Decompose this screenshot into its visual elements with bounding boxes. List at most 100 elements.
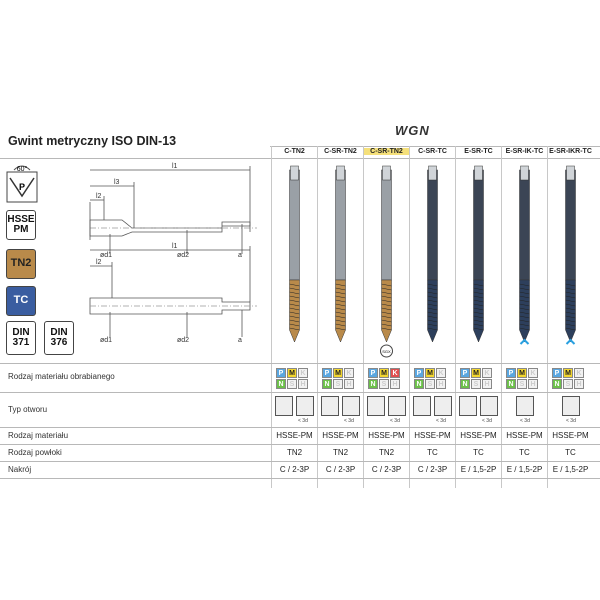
page-title: Gwint metryczny ISO DIN-13 — [8, 134, 177, 148]
tap-square — [382, 165, 391, 181]
tap-thread-line — [335, 315, 346, 319]
tap-thread-line — [335, 299, 346, 303]
hole-type-icon — [562, 396, 580, 416]
tap-square — [520, 165, 529, 181]
hole-depth-label: < 3d — [482, 418, 492, 424]
material-p-icon: P — [368, 368, 378, 378]
material-s-icon: S — [333, 379, 343, 389]
cut-cell: C / 2-3P — [417, 465, 448, 474]
tap-thread-line — [565, 315, 576, 319]
tap-thread-line — [335, 311, 346, 315]
tap-thread-line — [427, 291, 438, 295]
tool-material-cell: HSSE-PM — [552, 431, 589, 440]
tap-thread-line — [519, 323, 530, 327]
row-divider — [0, 444, 600, 445]
tap-thread — [427, 279, 438, 343]
a-label-2: a — [238, 337, 242, 344]
tap-thread-line — [519, 307, 530, 311]
brand-logo: WGN — [395, 123, 430, 138]
tap-thread-line — [519, 295, 530, 299]
material-h-icon: H — [574, 379, 584, 389]
tap-thread — [565, 279, 576, 343]
tool-material-cell: HSSE-PM — [276, 431, 313, 440]
tap-thread-line — [427, 315, 438, 319]
tap-image — [335, 165, 346, 343]
tap-thread-line — [381, 327, 392, 331]
hole-type-icon — [275, 396, 293, 416]
material-n-icon: N — [276, 379, 286, 389]
tap-thread-line — [289, 315, 300, 319]
material-row-label: Rodzaj materiału obrabianego — [8, 372, 115, 381]
material-s-icon: S — [379, 379, 389, 389]
tap-thread-line — [565, 303, 576, 307]
coolant-icon — [565, 338, 576, 345]
tap-thread-line — [289, 319, 300, 323]
hole-type-icon — [516, 396, 534, 416]
material-h-icon: H — [436, 379, 446, 389]
tap-square — [290, 165, 299, 181]
tap-thread — [381, 279, 392, 343]
a-label: a — [238, 252, 242, 259]
tap-shank — [473, 169, 484, 281]
hsse-pm-badge: HSSE PM — [6, 210, 36, 240]
tap-thread-line — [381, 291, 392, 295]
material-n-icon: N — [414, 379, 424, 389]
angle-label: 60° — [17, 165, 28, 173]
sgx-mark — [380, 344, 393, 358]
tap-thread-line — [473, 327, 484, 331]
tap-thread-line — [381, 323, 392, 327]
cut-cell: E / 1,5-2P — [506, 465, 543, 474]
coating-cell: TN2 — [286, 448, 303, 457]
hole-depth-label: < 3d — [390, 418, 400, 424]
hole-depth-label: < 3d — [436, 418, 446, 424]
tap-thread-line — [473, 295, 484, 299]
d1-label: ød1 — [100, 252, 112, 259]
tap-thread-line — [335, 283, 346, 287]
cut-row-label: Nakrój — [8, 465, 32, 474]
tap-thread-line — [289, 311, 300, 315]
thread-profile-icon: P 60° — [6, 165, 38, 203]
tap-thread-line — [335, 287, 346, 291]
tap-shank — [289, 169, 300, 281]
tap-thread-line — [427, 307, 438, 311]
cut-cell: C / 2-3P — [279, 465, 310, 474]
tap-thread-line — [565, 307, 576, 311]
material-h-icon: H — [482, 379, 492, 389]
l1-label: l1 — [172, 163, 178, 170]
tap-thread-line — [381, 319, 392, 323]
hole-type-icon — [480, 396, 498, 416]
material-m-icon: M — [517, 368, 527, 378]
tap-thread — [289, 279, 300, 343]
tap-thread-line — [473, 323, 484, 327]
tap-thread-line — [565, 319, 576, 323]
tap-thread-line — [565, 291, 576, 295]
coating-cell: TC — [565, 448, 576, 457]
coating-cell: TC — [427, 448, 438, 457]
hole-type-icon — [321, 396, 339, 416]
material-k-icon: K — [436, 368, 446, 378]
coolant-icon — [519, 338, 530, 345]
hole-type-icon — [459, 396, 477, 416]
hole-type-icon — [296, 396, 314, 416]
column-divider — [547, 146, 548, 488]
material-p-icon: P — [460, 368, 470, 378]
tap-thread-line — [381, 299, 392, 303]
tap-thread-line — [427, 319, 438, 323]
material-m-icon: M — [287, 368, 297, 378]
column-header: C-SR-TC — [418, 148, 447, 155]
hole-depth-label: < 3d — [344, 418, 354, 424]
tap-thread-line — [289, 283, 300, 287]
cut-cell: E / 1,5-2P — [552, 465, 589, 474]
tap-shank — [335, 169, 346, 281]
coating-cell: TN2 — [332, 448, 349, 457]
tap-thread-line — [289, 323, 300, 327]
material-k-icon: K — [574, 368, 584, 378]
d2-label-2: ød2 — [177, 337, 189, 344]
hole-type-icon — [388, 396, 406, 416]
tap-thread-line — [289, 307, 300, 311]
thread-p-label: P — [19, 182, 25, 192]
tap-thread-line — [473, 299, 484, 303]
tap-thread-line — [473, 319, 484, 323]
tap-thread-line — [289, 295, 300, 299]
